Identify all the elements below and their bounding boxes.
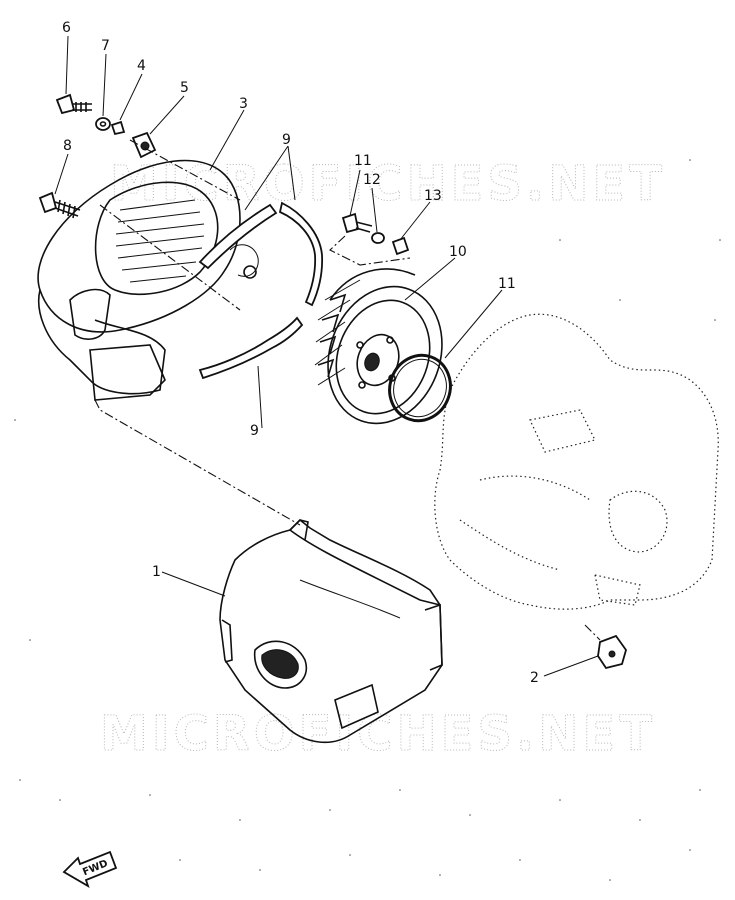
callout-12: 11 <box>354 153 372 169</box>
watermark-top: MICROFICHES.NET <box>110 156 666 212</box>
bolt-12 <box>341 212 373 234</box>
callout-7: 7 <box>101 38 110 54</box>
callout-8: 8 <box>63 138 72 154</box>
callout-2: 2 <box>530 670 539 686</box>
hose-right <box>278 201 324 307</box>
callout-5: 5 <box>180 80 189 96</box>
lower-housing <box>219 518 443 744</box>
callout-3: 3 <box>239 96 248 112</box>
callout-labels: 6 7 4 5 3 8 9 9 11 12 13 10 11 1 2 <box>62 20 539 686</box>
callout-4: 4 <box>137 58 146 74</box>
part-2-clip <box>597 634 627 670</box>
o-ring <box>388 353 452 423</box>
screw-8 <box>38 191 81 219</box>
callout-9-bottom: 9 <box>250 423 259 439</box>
centerline-grommet <box>129 139 241 201</box>
washer-13 <box>371 232 385 244</box>
callout-6: 6 <box>62 20 71 36</box>
speckle-noise <box>14 159 721 881</box>
fan-shroud <box>37 159 259 401</box>
fwd-arrow-icon: FWD <box>62 850 118 888</box>
centerline-clip <box>584 624 601 641</box>
callout-10: 10 <box>449 244 467 260</box>
hose-lower <box>198 316 304 380</box>
callout-9-top: 9 <box>282 132 291 148</box>
collar-4 <box>110 120 126 136</box>
bolt-6 <box>55 93 92 115</box>
callout-11: 11 <box>498 276 516 292</box>
leader-lines <box>54 35 599 677</box>
crankcase-outline <box>434 313 719 610</box>
centerline-flywheel <box>329 235 411 266</box>
callout-14: 13 <box>424 188 442 204</box>
hose-upper <box>198 203 278 270</box>
centerline-housing <box>94 399 301 526</box>
nut-14 <box>391 236 410 256</box>
washer-7 <box>95 117 111 131</box>
callout-1: 1 <box>152 564 161 580</box>
centerline-screw <box>99 204 241 311</box>
watermark-bottom: MICROFICHES.NET <box>100 706 656 762</box>
callout-13: 12 <box>363 172 381 188</box>
